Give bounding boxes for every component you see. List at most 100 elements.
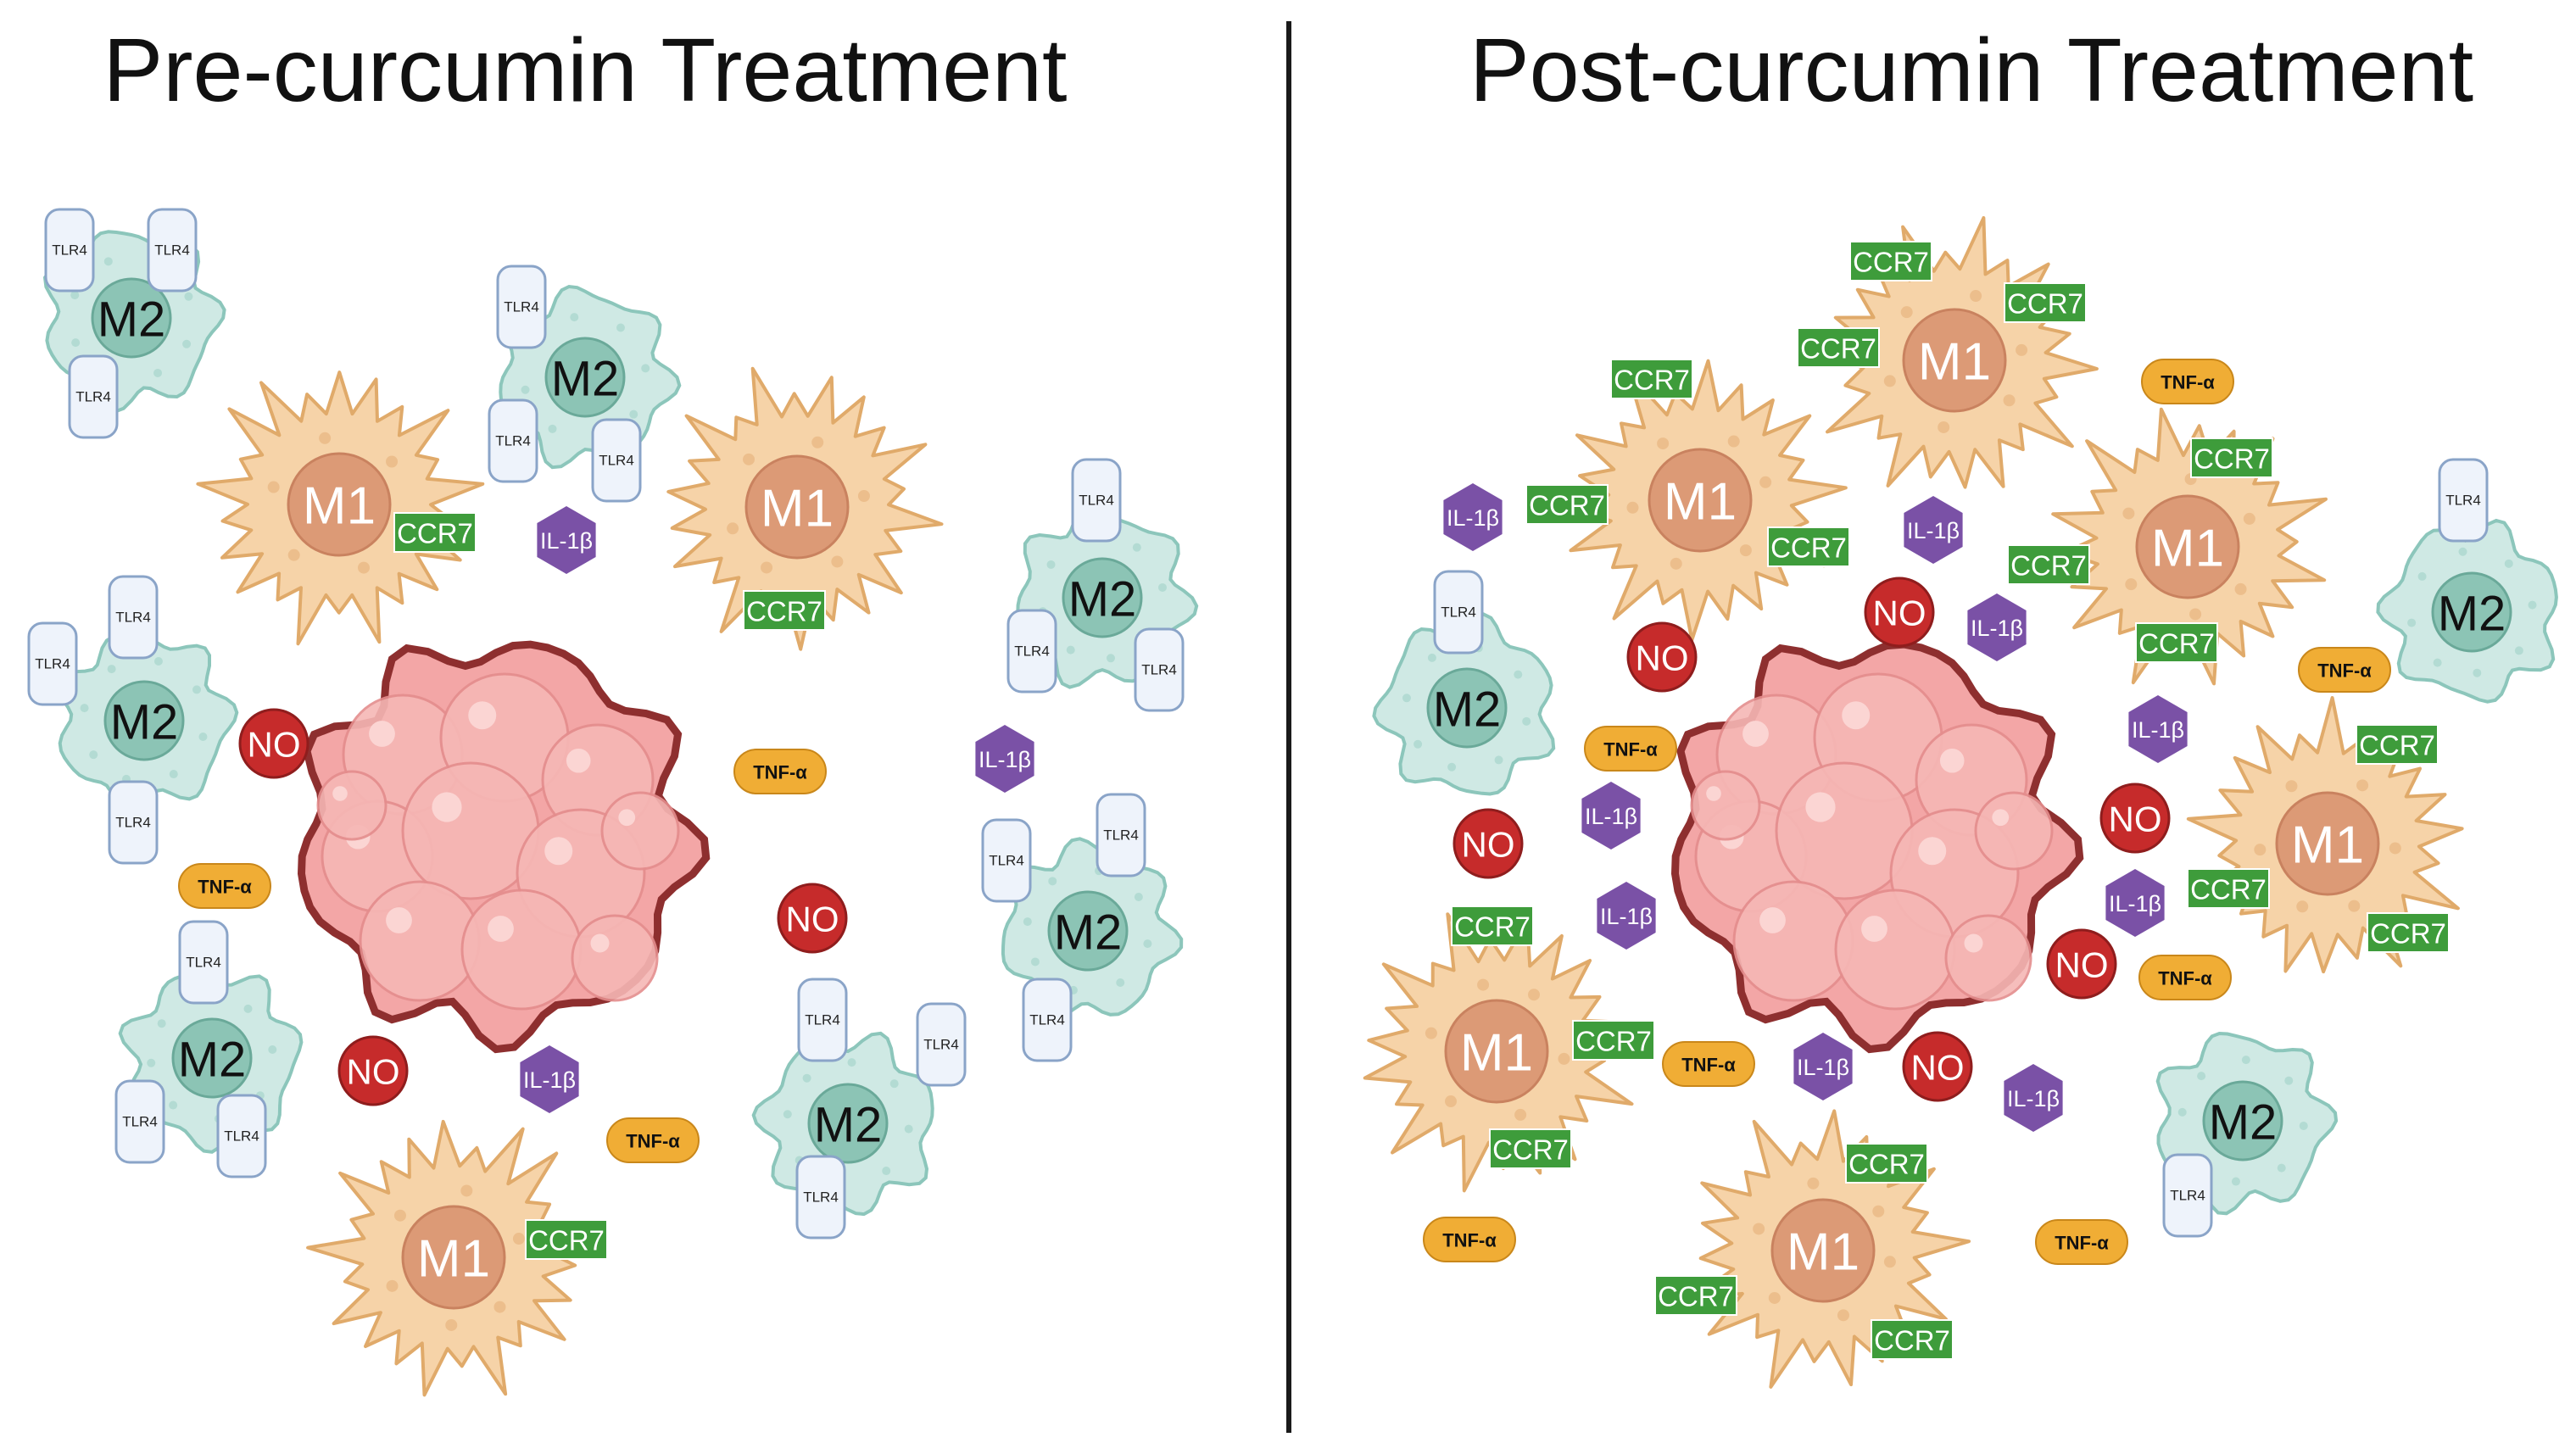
- m2-granule: [103, 257, 113, 266]
- nitric-oxide: NO: [1902, 1031, 1973, 1102]
- tlr4-receptor-body: [916, 1002, 967, 1087]
- m1-nucleus: [1902, 308, 2007, 413]
- m2-granule: [2514, 646, 2523, 655]
- tlr4-receptor: TLR4: [44, 208, 95, 292]
- il1b-cytokine: IL-1β: [1597, 882, 1656, 950]
- tlr4-receptor: TLR4: [795, 1155, 846, 1240]
- ccr7-receptor: CCR7: [1654, 1275, 1737, 1316]
- m2-label: M2: [2438, 587, 2506, 642]
- tumor-highlight: [590, 933, 610, 953]
- il1b-cytokine: IL-1β: [520, 1045, 579, 1113]
- tnfa-pill: [2141, 359, 2234, 404]
- tnfa-label: TNF-α: [1442, 1230, 1497, 1251]
- tlr4-receptor-body: [27, 621, 78, 706]
- il1b-hexagon: [1443, 483, 1503, 551]
- il1b-label: IL-1β: [523, 1067, 576, 1093]
- m2-granule: [847, 1058, 856, 1067]
- nitric-oxide-circle: [1864, 577, 1935, 648]
- tlr4-receptor: TLR4: [68, 354, 119, 439]
- m1-nucleus: [2275, 791, 2380, 896]
- il1b-cytokine: IL-1β: [1967, 593, 2027, 661]
- m2-label: M2: [110, 695, 179, 750]
- tlr4-receptor: TLR4: [216, 1094, 267, 1178]
- m1-granule: [811, 436, 824, 448]
- tlr4-label: TLR4: [2170, 1188, 2205, 1204]
- m2-granule: [71, 338, 81, 348]
- tlr4-receptor: TLR4: [496, 265, 547, 349]
- ccr7-label: CCR7: [1770, 532, 1847, 564]
- m2-macrophage: M2: [55, 633, 239, 816]
- tlr4-receptor: TLR4: [2162, 1153, 2213, 1238]
- nitric-oxide-circle: [777, 883, 848, 954]
- m2-granule: [2504, 559, 2513, 568]
- ccr7-label: CCR7: [1800, 333, 1876, 365]
- m1-macrophage: M1: [1363, 912, 1639, 1193]
- m1-granule: [1872, 1205, 1885, 1217]
- ccr7-label: CCR7: [1874, 1325, 1950, 1357]
- ccr7-receptor-box: [1849, 241, 1932, 281]
- il1b-cytokine: IL-1β: [975, 725, 1034, 793]
- m1-granule: [2296, 900, 2309, 913]
- ccr7-receptor: CCR7: [1610, 359, 1693, 399]
- tumor-highlight: [1842, 701, 1871, 730]
- m1-granule: [1425, 1027, 1437, 1039]
- il1b-label: IL-1β: [1585, 804, 1637, 829]
- nitric-oxide-label: NO: [347, 1052, 400, 1092]
- m1-granule: [1444, 1095, 1457, 1108]
- m2-granule: [147, 1058, 156, 1067]
- m1-granule: [1759, 476, 1772, 488]
- tlr4-receptor-body: [114, 1079, 165, 1164]
- il1b-label: IL-1β: [2109, 891, 2161, 916]
- m1-granule: [1938, 421, 1950, 433]
- m2-nucleus: [1062, 557, 1143, 638]
- m2-nucleus: [1426, 667, 1508, 749]
- ccr7-receptor: CCR7: [525, 1219, 608, 1260]
- m2-granule: [1157, 582, 1167, 592]
- tlr4-receptor: TLR4: [1433, 570, 1484, 655]
- il1b-cytokine: IL-1β: [1443, 483, 1503, 551]
- tlr4-receptor: TLR4: [1071, 458, 1122, 543]
- m1-label: M1: [303, 477, 376, 536]
- ccr7-receptor-box: [2356, 724, 2439, 765]
- tumor-highlight: [1861, 916, 1887, 942]
- tumor-lobe: [1974, 791, 2054, 871]
- ccr7-label: CCR7: [2010, 550, 2087, 582]
- nitric-oxide-circle: [2099, 783, 2171, 854]
- m2-granule: [1116, 978, 1125, 988]
- ccr7-receptor: CCR7: [393, 512, 477, 553]
- m1-granule: [2285, 780, 2298, 793]
- ccr7-receptor: CCR7: [2187, 868, 2270, 909]
- tlr4-label: TLR4: [1079, 493, 1114, 509]
- ccr7-receptor-box: [2007, 544, 2090, 585]
- m1-granule: [393, 1209, 406, 1222]
- tlr4-label: TLR4: [803, 1189, 839, 1206]
- tlr4-receptor: TLR4: [1134, 627, 1185, 712]
- tlr4-receptor-body: [216, 1094, 267, 1178]
- tnfa-pill: [2138, 955, 2232, 1000]
- il1b-label: IL-1β: [1907, 518, 1960, 543]
- tumor-lobe: [316, 770, 388, 841]
- m1-granule: [1753, 1223, 1765, 1235]
- il1b-label: IL-1β: [1971, 616, 2023, 641]
- m1-granule: [2254, 844, 2267, 856]
- tumor-mass: [297, 640, 711, 1054]
- m2-granule: [2407, 618, 2417, 627]
- m2-granule: [1132, 543, 1141, 552]
- ccr7-receptor: CCR7: [1767, 526, 1850, 567]
- il1b-label: IL-1β: [979, 747, 1031, 772]
- tlr4-receptor-body: [147, 208, 198, 292]
- m1-label: M1: [761, 480, 834, 538]
- il1b-cytokine: IL-1β: [537, 506, 596, 574]
- tumor-highlight: [488, 916, 514, 942]
- tlr4-label: TLR4: [2445, 493, 2481, 509]
- ccr7-receptor-box: [1797, 327, 1880, 368]
- tlr4-label: TLR4: [504, 299, 539, 315]
- m2-granule: [1447, 762, 1457, 772]
- m2-granule: [153, 368, 163, 377]
- ccr7-label: CCR7: [2007, 288, 2083, 320]
- tnfa-label: TNF-α: [626, 1131, 680, 1152]
- ccr7-receptor: CCR7: [2367, 912, 2450, 953]
- m2-nucleus: [171, 1017, 253, 1099]
- nitric-oxide-circle: [1452, 808, 1524, 879]
